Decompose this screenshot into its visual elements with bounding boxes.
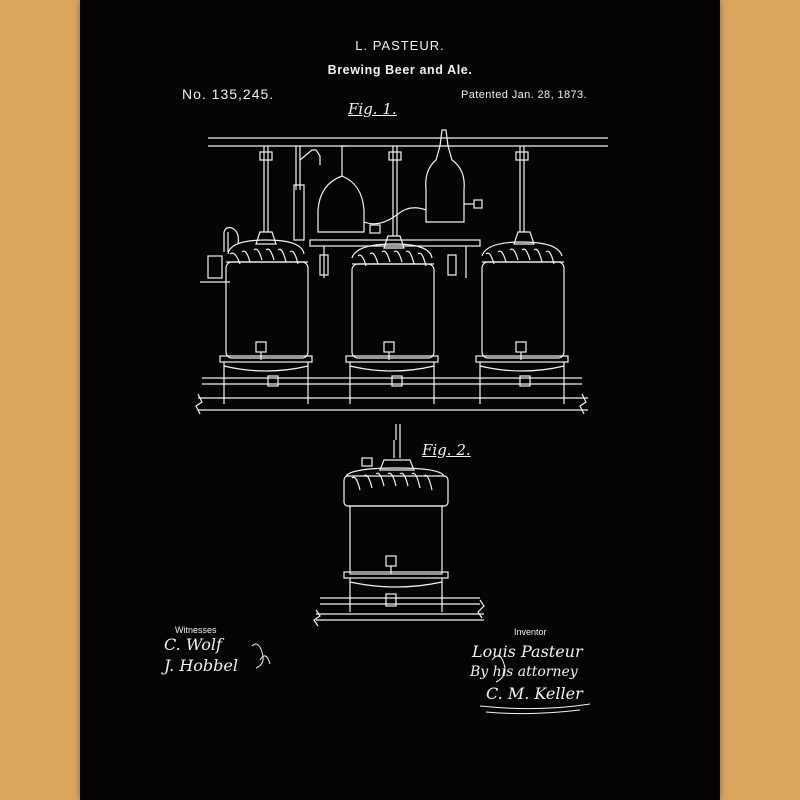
witness-1-signature: C. Wolf [164,635,222,654]
inventor-label: Inventor [514,627,547,637]
patent-title: Brewing Beer and Ale. [327,63,473,77]
witness-2-signature: J. Hobbel [164,656,238,675]
vessel-a [219,231,313,404]
figure-2-drawing [313,440,485,627]
vessel-b [345,235,439,404]
attorney-line: By his attorney [470,664,578,680]
witnesses-label: Witnesses [175,625,217,635]
shelf [309,239,481,247]
inventor-signature: Louis Pasteur [472,642,583,661]
patent-drawing [195,129,608,715]
figure-1-label: Fig. 1. [348,100,397,118]
flask-left [317,146,365,233]
figure-1-drawing [195,129,608,440]
patent-poster: L. PASTEUR. Brewing Beer and Ale. No. 13… [80,0,720,800]
patent-number: No. 135,245. [182,86,275,102]
inventor-name: L. PASTEUR. [355,38,445,53]
signature-flourishes [251,643,591,715]
vessel-c [475,231,569,404]
flask-right [425,129,465,223]
attorney-signature: C. M. Keller [486,684,583,703]
figure-2-label: Fig. 2. [422,441,471,459]
patent-date: Patented Jan. 28, 1873. [461,89,588,101]
